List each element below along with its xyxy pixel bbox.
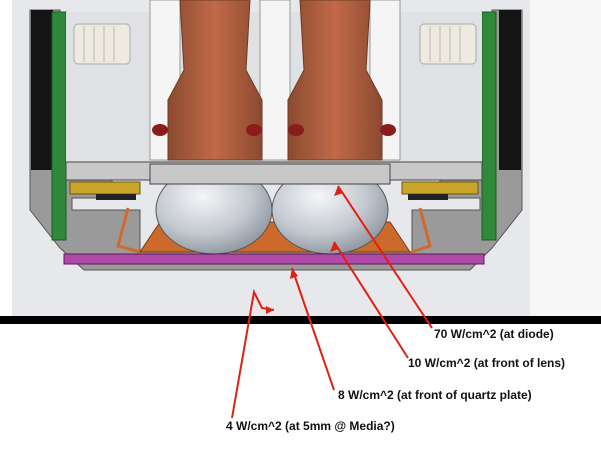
center-guide <box>259 0 291 161</box>
annotation-lens: 10 W/cm^2 (at front of lens) <box>408 356 566 370</box>
background-right <box>530 0 601 316</box>
left-black-wall <box>31 10 53 170</box>
left-clamp-base <box>96 194 136 200</box>
lens-top-cover <box>149 163 391 185</box>
annotation-media: 4 W/cm^2 (at 5mm @ Media?) <box>226 419 395 433</box>
arrow-heads <box>266 186 343 314</box>
left-orange-wire <box>116 207 141 254</box>
right-black-wall <box>499 10 521 170</box>
o-rings <box>152 124 396 136</box>
right-green-board <box>481 11 497 241</box>
right-copper-heatsink <box>287 0 383 161</box>
arrow-lens <box>333 241 409 359</box>
right-gold-clamp <box>401 181 479 195</box>
right-clamp-base <box>408 194 448 200</box>
left-connector <box>73 23 131 65</box>
arrow-diode <box>337 185 433 329</box>
left-gold-clamp <box>69 181 141 195</box>
annotation-diode: 70 W/cm^2 (at diode) <box>434 327 554 341</box>
annotation-quartz: 8 W/cm^2 (at front of quartz plate) <box>338 388 532 402</box>
purple-quartz-plate <box>63 253 485 265</box>
right-orange-wire <box>411 207 432 254</box>
right-connector <box>419 23 477 65</box>
left-copper-heatsink <box>167 0 263 161</box>
arrow-quartz <box>291 267 335 391</box>
media-line <box>0 316 601 324</box>
left-green-board <box>51 11 67 241</box>
